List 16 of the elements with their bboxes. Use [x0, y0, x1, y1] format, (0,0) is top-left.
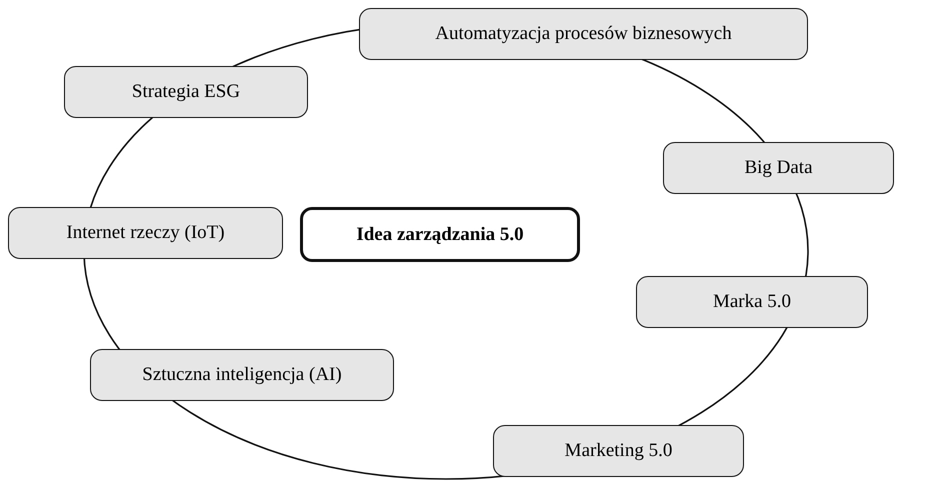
topic-box: [64, 66, 308, 118]
topic-box: [90, 349, 394, 401]
box-label: Strategia ESG: [132, 81, 240, 103]
topic-box: [359, 8, 808, 60]
central-box: [300, 207, 580, 262]
box-label: Internet rzeczy (IoT): [66, 222, 225, 244]
topic-box: [663, 142, 894, 194]
topic-box: [8, 207, 283, 259]
topic-box: [493, 425, 744, 477]
box-label: Sztuczna inteligencja (AI): [142, 364, 342, 386]
topic-box: [636, 276, 868, 328]
box-label: Idea zarządzania 5.0: [356, 224, 524, 246]
box-label: Big Data: [744, 157, 813, 179]
box-label: Marka 5.0: [712, 291, 792, 313]
box-label: Marketing 5.0: [564, 440, 672, 462]
box-label: Automatyzacja procesów biznesowych: [435, 23, 732, 45]
